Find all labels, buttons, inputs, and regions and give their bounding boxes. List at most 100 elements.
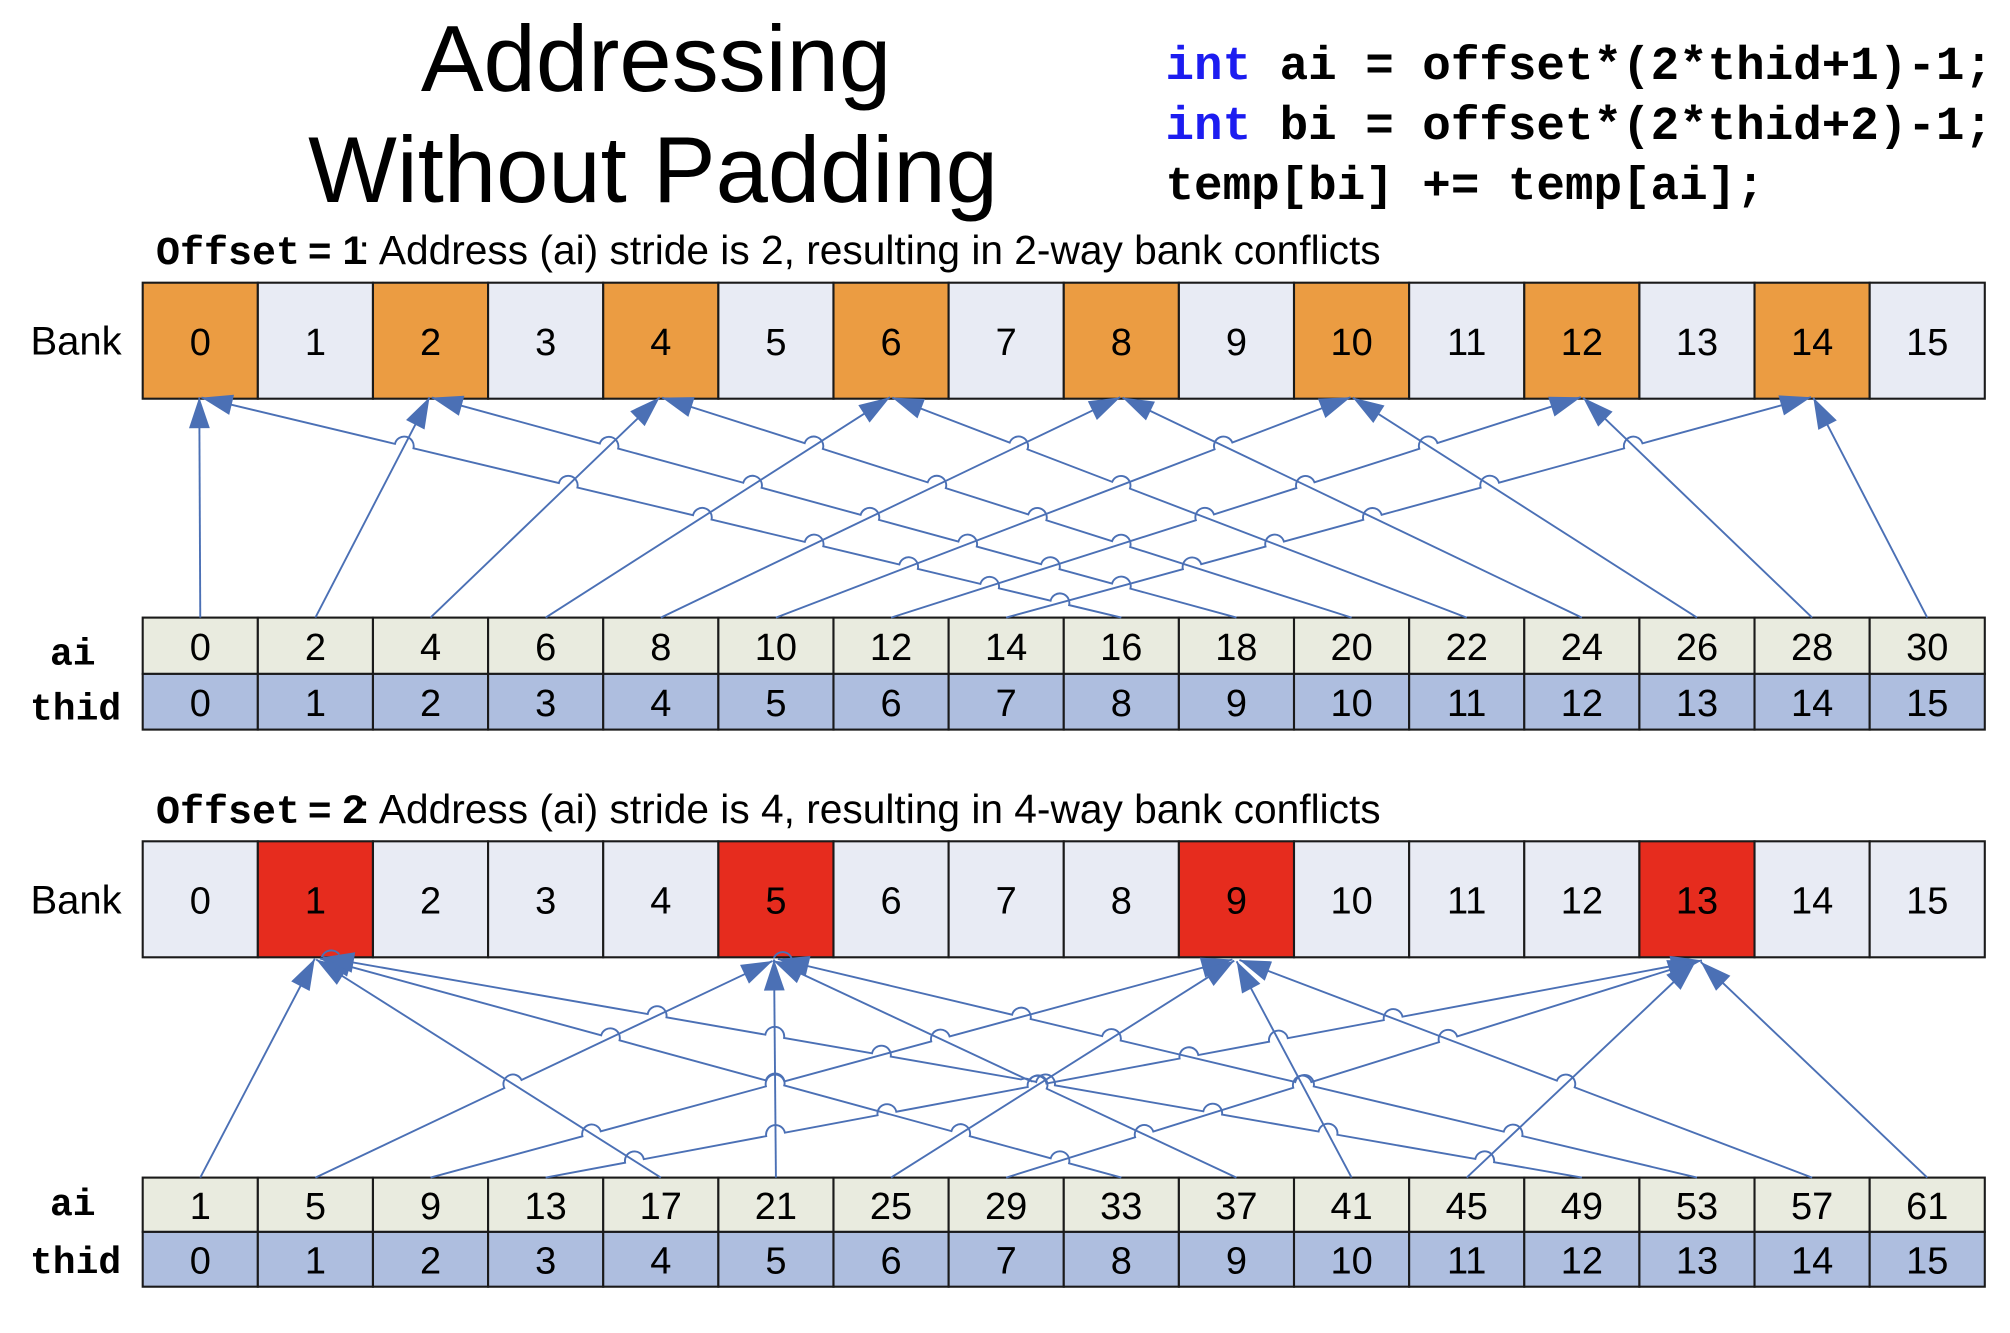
svg-text:3: 3 [535,881,556,923]
svg-text:ai: ai [50,1184,96,1227]
svg-text:15: 15 [1906,881,1948,923]
svg-text:: Address (ai) stride is 2, re: : Address (ai) stride is 2, resulting in… [359,227,1381,273]
svg-text:10: 10 [1330,1241,1372,1283]
svg-text:12: 12 [870,627,912,669]
svg-text:6: 6 [880,322,901,364]
svg-text:33: 33 [1100,1186,1142,1228]
svg-text:1: 1 [305,881,326,923]
svg-text:30: 30 [1906,627,1948,669]
svg-text:9: 9 [1226,881,1247,923]
svg-text:12: 12 [1561,683,1603,725]
svg-text:12: 12 [1561,322,1603,364]
svg-text:11: 11 [1447,322,1486,364]
svg-text:13: 13 [525,1186,567,1228]
svg-text:5: 5 [765,322,786,364]
svg-text:0: 0 [190,1241,211,1283]
svg-text:22: 22 [1446,627,1488,669]
svg-text:15: 15 [1906,322,1948,364]
svg-text:Bank: Bank [31,878,123,922]
svg-text:7: 7 [996,1241,1017,1283]
svg-text:8: 8 [1111,881,1132,923]
svg-text:5: 5 [765,1241,786,1283]
svg-text:int bi = offset*(2*thid+2)-1;: int bi = offset*(2*thid+2)-1; [1166,100,1993,154]
svg-text:7: 7 [996,881,1017,923]
svg-text:1: 1 [190,1186,211,1228]
svg-text:0: 0 [190,881,211,923]
svg-text:0: 0 [190,627,211,669]
svg-text:9: 9 [1226,1241,1247,1283]
svg-text:16: 16 [1100,627,1142,669]
svg-text:41: 41 [1330,1186,1372,1228]
svg-text:Offset: Offset [156,232,300,277]
svg-text:1: 1 [305,322,326,364]
svg-text:Offset: Offset [156,791,300,836]
svg-text:37: 37 [1215,1186,1257,1228]
svg-text:13: 13 [1676,1241,1718,1283]
svg-text:2: 2 [420,881,441,923]
svg-text:10: 10 [1330,683,1372,725]
svg-text:10: 10 [755,627,797,669]
svg-text:4: 4 [650,322,671,364]
svg-text:4: 4 [650,683,671,725]
svg-text:15: 15 [1906,1241,1948,1283]
svg-text:0: 0 [190,322,211,364]
svg-text:temp[bi] += temp[ai];: temp[bi] += temp[ai]; [1166,160,1765,214]
svg-text:0: 0 [190,683,211,725]
svg-text:15: 15 [1906,683,1948,725]
svg-text:3: 3 [535,683,556,725]
svg-text:10: 10 [1330,881,1372,923]
svg-text:4: 4 [650,1241,671,1283]
svg-text:49: 49 [1561,1186,1603,1228]
svg-text:Bank: Bank [31,320,123,364]
svg-text:5: 5 [765,881,786,923]
svg-text:5: 5 [765,683,786,725]
svg-text:6: 6 [880,1241,901,1283]
svg-text:9: 9 [1226,683,1247,725]
svg-text:2: 2 [420,1241,441,1283]
svg-text:25: 25 [870,1186,912,1228]
svg-text:18: 18 [1215,627,1257,669]
svg-text:Addressing: Addressing [421,6,891,111]
svg-text:45: 45 [1446,1186,1488,1228]
svg-text:11: 11 [1447,683,1486,725]
svg-text:24: 24 [1561,627,1603,669]
svg-text:6: 6 [880,683,901,725]
svg-text:13: 13 [1676,683,1718,725]
svg-text:12: 12 [1561,881,1603,923]
svg-text:Without Padding: Without Padding [308,117,998,222]
svg-text:5: 5 [305,1186,326,1228]
svg-text:6: 6 [535,627,556,669]
svg-text:1: 1 [305,683,326,725]
svg-text:9: 9 [1226,322,1247,364]
svg-text:14: 14 [1791,1241,1833,1283]
svg-text:11: 11 [1447,1241,1486,1283]
svg-text:17: 17 [640,1186,682,1228]
svg-text:3: 3 [535,1241,556,1283]
svg-text:7: 7 [996,683,1017,725]
svg-text:4: 4 [650,881,671,923]
svg-text:ai: ai [50,634,96,677]
svg-text:14: 14 [985,627,1027,669]
svg-text:2: 2 [420,322,441,364]
svg-text:8: 8 [650,627,671,669]
svg-text:29: 29 [985,1186,1027,1228]
svg-text:6: 6 [880,881,901,923]
svg-text:13: 13 [1676,322,1718,364]
svg-text:= 1: = 1 [308,229,365,273]
svg-text:11: 11 [1447,881,1486,923]
svg-text:= 2: = 2 [308,788,365,832]
svg-text:8: 8 [1111,322,1132,364]
svg-text:: Address (ai) stride is 4, re: : Address (ai) stride is 4, resulting in… [359,786,1381,832]
svg-text:28: 28 [1791,627,1833,669]
svg-text:9: 9 [420,1186,441,1228]
svg-text:13: 13 [1676,881,1718,923]
svg-text:int ai = offset*(2*thid+1)-1;: int ai = offset*(2*thid+1)-1; [1166,40,1993,94]
svg-text:53: 53 [1676,1186,1718,1228]
svg-text:4: 4 [420,627,441,669]
svg-text:10: 10 [1330,322,1372,364]
svg-text:12: 12 [1561,1241,1603,1283]
svg-text:3: 3 [535,322,556,364]
svg-text:61: 61 [1906,1186,1948,1228]
svg-text:thid: thid [30,689,121,732]
svg-text:1: 1 [305,1241,326,1283]
